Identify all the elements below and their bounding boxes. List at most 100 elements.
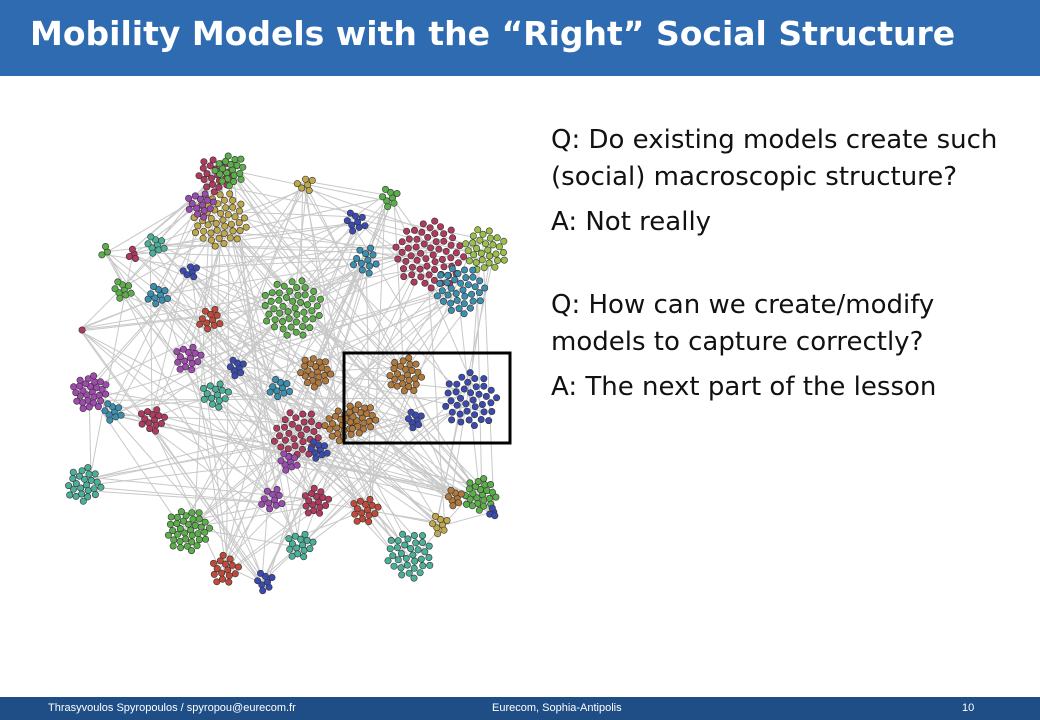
graph-node: [271, 323, 279, 331]
graph-edge: [314, 194, 387, 449]
graph-edge: [218, 372, 406, 570]
graph-node: [482, 240, 490, 248]
graph-node: [310, 484, 318, 492]
graph-node: [173, 519, 181, 527]
graph-node: [469, 232, 477, 240]
graph-node: [102, 390, 110, 398]
graph-edge: [128, 176, 217, 253]
graph-node: [418, 532, 426, 540]
graph-node: [466, 479, 474, 487]
graph-node: [472, 259, 480, 267]
graph-node: [460, 385, 468, 393]
graph-node: [210, 570, 218, 578]
community-cluster: [386, 354, 425, 395]
graph-node: [372, 260, 380, 268]
graph-node: [78, 326, 86, 334]
graph-edge: [214, 206, 494, 515]
graph-node: [189, 343, 197, 351]
graph-node: [200, 175, 208, 183]
graph-edge: [149, 242, 285, 461]
community-cluster: [125, 245, 139, 263]
community-cluster: [277, 450, 301, 474]
graph-edge: [300, 185, 477, 249]
graph-node: [401, 541, 409, 549]
graph-node: [263, 487, 271, 495]
graph-node: [179, 345, 187, 353]
graph-node: [353, 255, 361, 263]
graph-node: [271, 316, 279, 324]
graph-node: [302, 175, 310, 183]
graph-node: [447, 226, 455, 234]
community-cluster: [144, 283, 172, 308]
graph-node: [393, 382, 401, 390]
graph-node: [235, 563, 243, 571]
graph-node: [204, 221, 212, 229]
graph-node: [215, 403, 223, 411]
graph-node: [394, 255, 402, 263]
graph-node: [423, 262, 431, 270]
graph-edge: [103, 249, 285, 390]
graph-communities: [65, 152, 508, 595]
graph-node: [459, 286, 467, 294]
graph-node: [291, 442, 299, 450]
graph-node: [194, 358, 202, 366]
graph-node: [436, 280, 444, 288]
graph-node: [464, 378, 472, 386]
graph-edge: [89, 389, 341, 432]
graph-node: [282, 466, 290, 474]
graph-node: [188, 538, 196, 546]
graph-node: [125, 282, 133, 290]
graph-node: [158, 237, 166, 245]
graph-edge: [190, 294, 451, 526]
graph-node: [411, 375, 419, 383]
graph-edge: [80, 329, 276, 504]
graph-node: [480, 264, 488, 272]
graph-node: [492, 250, 500, 258]
graph-node: [225, 182, 233, 190]
graph-node: [203, 170, 211, 178]
footer-bar: Thrasyvoulos Spyropoulos / spyropou@eure…: [0, 697, 1040, 720]
graph-node: [194, 222, 202, 230]
graph-node: [307, 445, 315, 453]
graph-node: [365, 511, 373, 519]
graph-node: [146, 425, 154, 433]
graph-node: [310, 438, 318, 446]
graph-node: [308, 176, 316, 184]
community-cluster: [254, 569, 276, 595]
graph-node: [399, 357, 407, 365]
question-2: Q: How can we create/modify models to ca…: [551, 290, 935, 357]
graph-node: [299, 438, 307, 446]
graph-node: [292, 318, 300, 326]
graph-node: [220, 240, 228, 248]
graph-edge: [83, 271, 192, 392]
graph-node: [493, 257, 501, 265]
graph-node: [111, 285, 119, 293]
graph-node: [457, 418, 465, 426]
graph-node: [153, 406, 161, 414]
graph-node: [434, 530, 442, 538]
graph-node: [279, 318, 287, 326]
graph-node: [405, 354, 413, 362]
graph-node: [447, 241, 455, 249]
graph-node: [301, 356, 309, 364]
community-cluster: [137, 406, 169, 435]
graph-node: [127, 289, 135, 297]
graph-node: [288, 420, 296, 428]
graph-node: [207, 229, 215, 237]
graph-node: [485, 417, 493, 425]
graph-node: [174, 358, 182, 366]
graph-node: [313, 302, 321, 310]
page-number: 10: [962, 702, 975, 714]
graph-node: [366, 495, 374, 503]
graph-node: [386, 372, 394, 380]
graph-node: [466, 369, 474, 377]
graph-node: [464, 281, 472, 289]
graph-node: [96, 378, 104, 386]
graph-node: [484, 246, 492, 254]
graph-edge: [196, 199, 452, 501]
graph-node: [152, 427, 160, 435]
graph-node: [267, 297, 275, 305]
graph-node: [237, 155, 245, 163]
graph-node: [221, 395, 229, 403]
graph-node: [469, 266, 477, 274]
